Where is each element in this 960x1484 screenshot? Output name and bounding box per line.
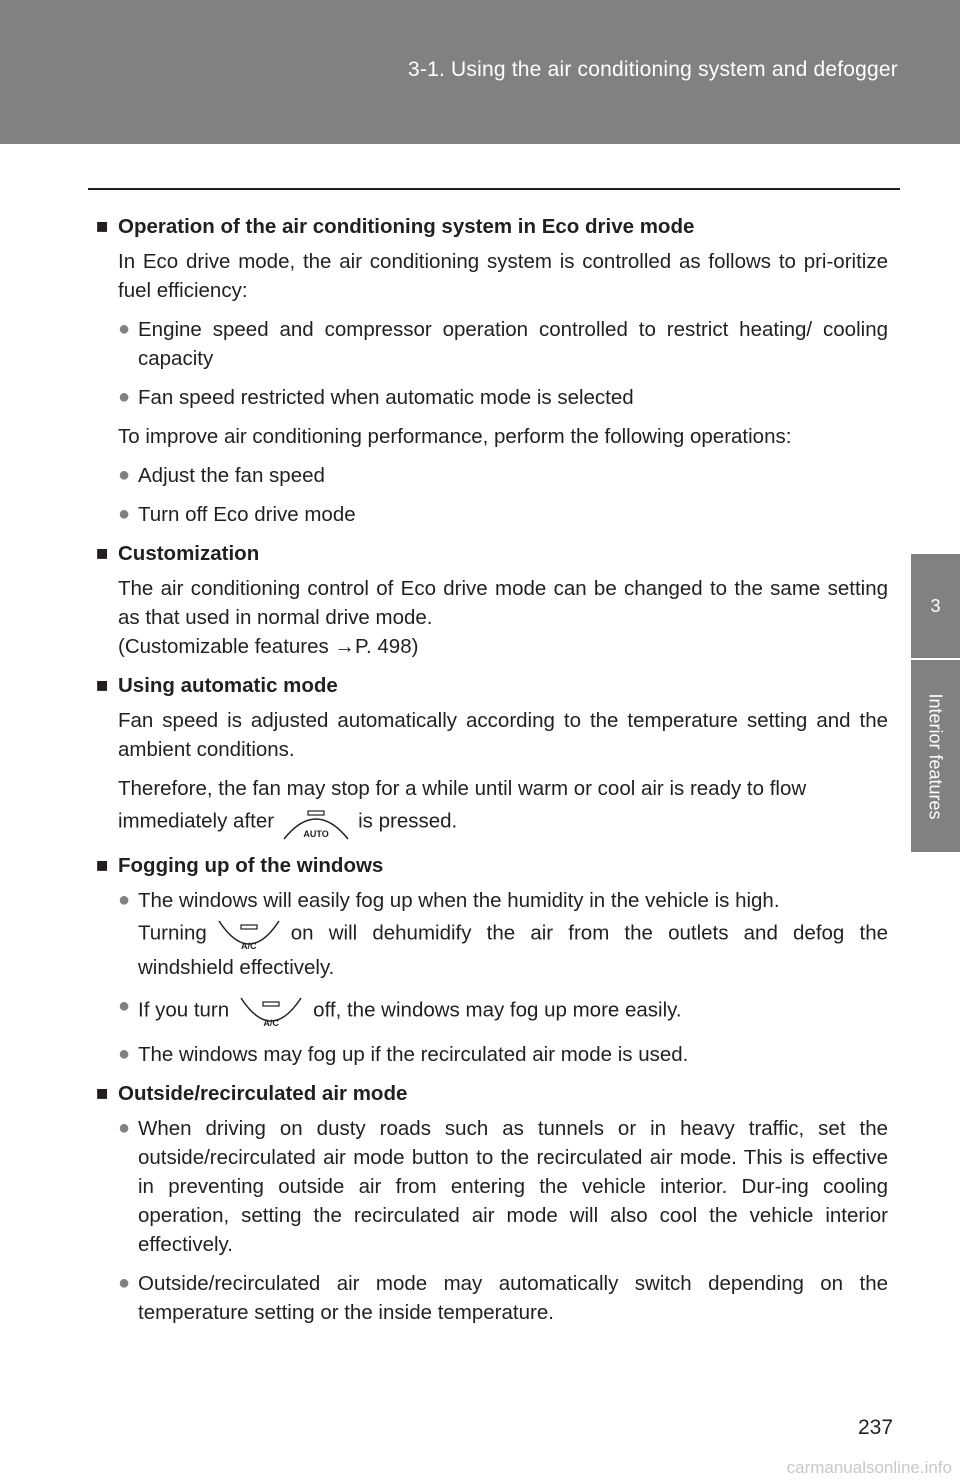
- custom-line2: (Customizable features →P. 498): [118, 635, 419, 658]
- heading-auto: ■Using automatic mode: [96, 674, 338, 697]
- page-number: 237: [858, 1416, 894, 1439]
- heading-customization: ■Customization: [96, 542, 260, 565]
- eco-improve: To improve air conditioning performance,…: [118, 425, 792, 448]
- chapter-tab-label: Interior features: [911, 660, 960, 852]
- watermark: carmanualsonline.info: [786, 1458, 952, 1477]
- list-item: ●Fan speed restricted when automatic mod…: [96, 383, 888, 412]
- bullet-icon: ●: [118, 464, 131, 486]
- bullet-icon: ●: [118, 1117, 131, 1139]
- section-title: 3-1. Using the air conditioning system a…: [408, 58, 898, 81]
- list-item: ●The windows may fog up if the recircula…: [96, 1040, 888, 1069]
- auto-para1: Fan speed is adjusted automatically acco…: [118, 709, 888, 761]
- chapter-tab-number: 3: [911, 554, 960, 658]
- eco-intro: In Eco drive mode, the air conditioning …: [118, 250, 888, 302]
- list-item: ●Turn off Eco drive mode: [96, 500, 888, 529]
- bullet-icon: ●: [118, 318, 131, 340]
- list-item: ●Adjust the fan speed: [96, 461, 888, 490]
- heading-recirculated: ■Outside/recirculated air mode: [96, 1082, 408, 1105]
- bullet-icon: ●: [118, 386, 131, 408]
- divider: [88, 188, 900, 190]
- ac-button-icon: A/C: [235, 992, 307, 1030]
- list-item: ●When driving on dusty roads such as tun…: [96, 1114, 888, 1259]
- heading-eco: ■Operation of the air conditioning syste…: [96, 215, 695, 238]
- ac-button-icon: A/C: [213, 915, 285, 953]
- page-content: ■Operation of the air conditioning syste…: [96, 212, 888, 1337]
- bullet-icon: ●: [118, 1043, 131, 1065]
- page-header: 3-1. Using the air conditioning system a…: [0, 0, 960, 144]
- bullet-icon: ●: [118, 1272, 131, 1294]
- auto-para2: Therefore, the fan may stop for a while …: [118, 777, 807, 800]
- bullet-icon: ●: [118, 503, 131, 525]
- heading-fogging: ■Fogging up of the windows: [96, 854, 384, 877]
- custom-line1: The air conditioning control of Eco driv…: [118, 577, 888, 629]
- auto-button-icon: AUTO: [280, 803, 352, 841]
- list-item: ●Outside/recirculated air mode may autom…: [96, 1269, 888, 1327]
- list-item: ● The windows will easily fog up when th…: [96, 886, 888, 982]
- list-item: ●Engine speed and compressor operation c…: [96, 315, 888, 373]
- bullet-icon: ●: [118, 995, 131, 1017]
- bullet-icon: ●: [118, 889, 131, 911]
